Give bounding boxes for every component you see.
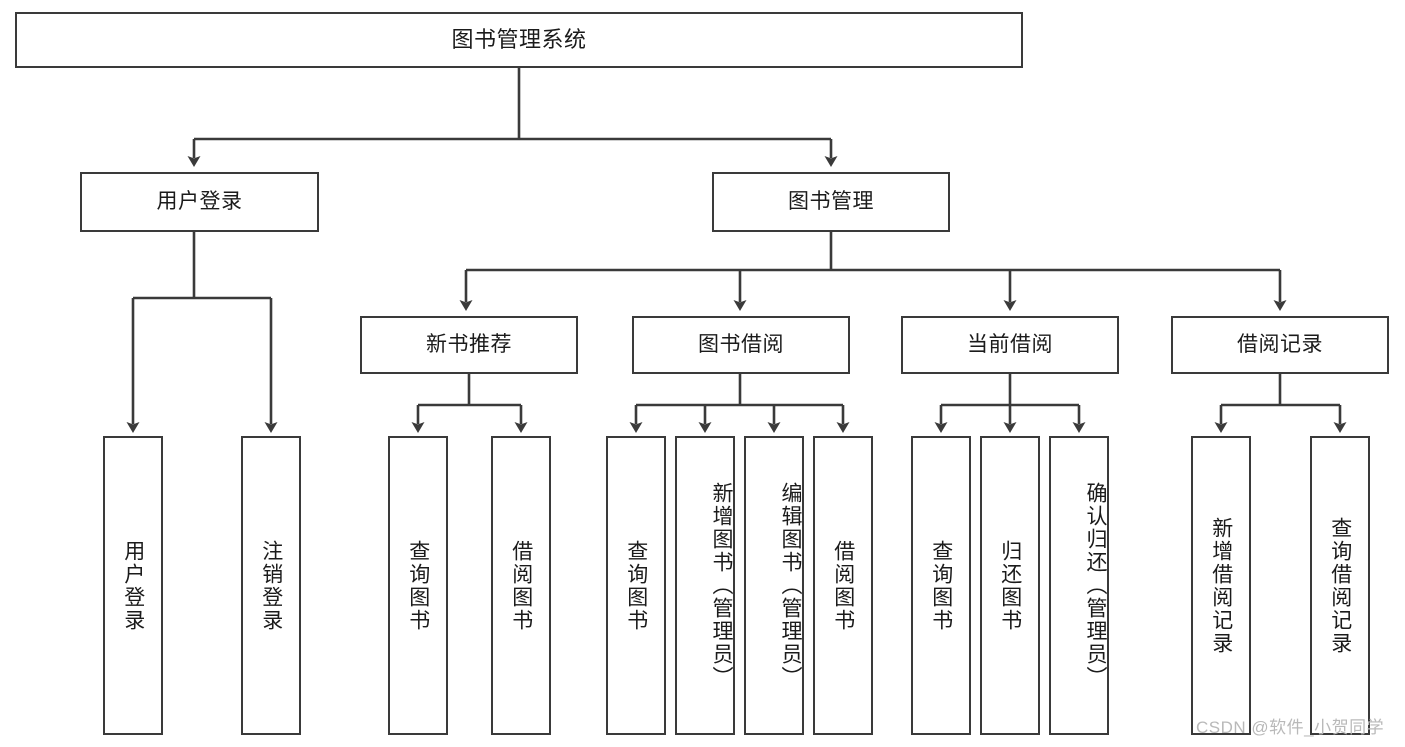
node-borrow-record[interactable]: 借阅记录	[1171, 316, 1389, 374]
watermark-text: CSDN @软件_小贺同学	[1196, 718, 1385, 737]
node-user-login[interactable]: 用户登录	[80, 172, 319, 232]
leaf-query-book-recommend[interactable]: 查询图书	[388, 436, 448, 735]
node-book-borrow[interactable]: 图书借阅	[632, 316, 850, 374]
leaf-add-book-admin[interactable]: 新增图书（管理员）	[675, 436, 735, 735]
leaf-borrow-book-borrow[interactable]: 借阅图书	[813, 436, 873, 735]
node-root-system[interactable]: 图书管理系统	[15, 12, 1023, 68]
leaf-query-book-borrow[interactable]: 查询图书	[606, 436, 666, 735]
node-current-borrow[interactable]: 当前借阅	[901, 316, 1119, 374]
node-book-manage[interactable]: 图书管理	[712, 172, 950, 232]
leaf-user-login[interactable]: 用户登录	[103, 436, 163, 735]
leaf-logout-login[interactable]: 注销登录	[241, 436, 301, 735]
leaf-edit-book-admin[interactable]: 编辑图书（管理员）	[744, 436, 804, 735]
leaf-add-borrow-record[interactable]: 新增借阅记录	[1191, 436, 1251, 735]
leaf-query-borrow-record[interactable]: 查询借阅记录	[1310, 436, 1370, 735]
leaf-return-book[interactable]: 归还图书	[980, 436, 1040, 735]
leaf-borrow-book-recommend[interactable]: 借阅图书	[491, 436, 551, 735]
leaf-query-book-current[interactable]: 查询图书	[911, 436, 971, 735]
node-new-book-recommend[interactable]: 新书推荐	[360, 316, 578, 374]
leaf-confirm-return-admin[interactable]: 确认归还（管理员）	[1049, 436, 1109, 735]
